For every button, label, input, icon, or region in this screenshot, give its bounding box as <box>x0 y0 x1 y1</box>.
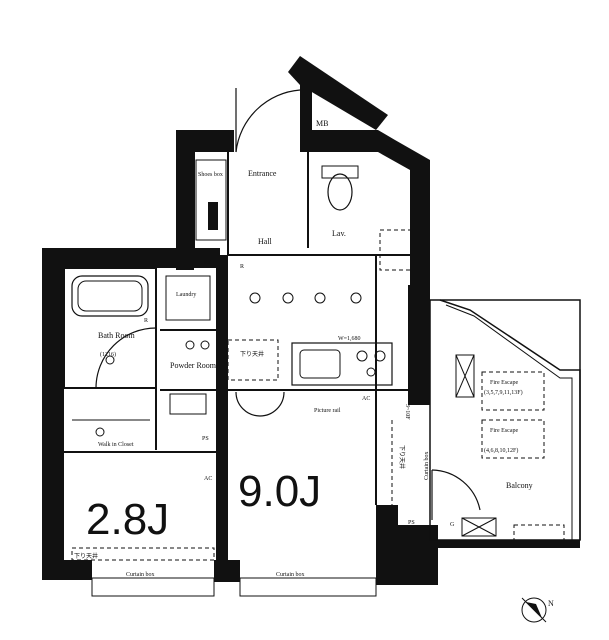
fire-escape-label: Fire Escape <box>490 428 518 434</box>
mb-label: MB <box>316 119 328 128</box>
shoes-box-label: Shoes box <box>198 172 223 178</box>
north-label: N <box>548 599 554 608</box>
interior-walls <box>63 152 581 541</box>
shoes-box <box>195 159 227 241</box>
r-label: R <box>144 318 148 324</box>
bath-room-label: Bath Room <box>98 331 135 340</box>
ps-label: PS <box>202 436 209 442</box>
balcony-outline <box>439 299 581 540</box>
washbasin <box>169 393 207 415</box>
exterior-walls <box>42 56 580 585</box>
dashed-lines <box>71 229 565 561</box>
balcony-rail <box>445 304 573 540</box>
shoes-box-door <box>208 202 218 230</box>
ps-label: PS <box>204 260 211 266</box>
curtain-box-vertical-label: Curtain box <box>424 452 430 481</box>
toilet <box>327 173 353 211</box>
ac-label: AC <box>204 476 212 482</box>
ps-label: PS <box>408 520 415 526</box>
lowered-ceiling-label: 下り天井 <box>240 350 264 358</box>
ac-label: AC <box>362 396 370 402</box>
main-room-size: 9.0J <box>238 467 321 516</box>
balcony-label: Balcony <box>506 481 533 490</box>
g-label: G <box>450 522 455 528</box>
western-room-size: 2.8J <box>86 495 169 544</box>
bathtub-inner <box>77 280 143 312</box>
curtain-box-label: Curtain box <box>276 572 305 578</box>
fire-escape-hatch <box>461 517 497 537</box>
toilet-tank <box>321 165 359 179</box>
laundry-pan <box>165 275 211 321</box>
stove-burner-icon <box>374 350 386 362</box>
curtain-box-label: Curtain box <box>126 572 155 578</box>
laundry-label: Laundry <box>176 292 196 298</box>
north-arrow-icon <box>521 597 547 623</box>
fire-escape-floors-label: (3,5,7,9,11,13F) <box>484 389 523 396</box>
walk-in-closet-label: Walk in Closet <box>98 442 134 448</box>
doors <box>95 88 481 520</box>
kitchen-counter <box>291 342 393 386</box>
picture-rail-label: Picture rail <box>314 408 341 414</box>
stove-burner-icon <box>356 350 368 362</box>
fire-escape-label: Fire Escape <box>490 380 518 386</box>
stove-burner-icon <box>366 367 376 377</box>
r-label: R <box>240 264 244 270</box>
fire-escape-floors-label: (4,6,8,10,12F) <box>484 447 518 454</box>
hall-label: Hall <box>258 237 273 246</box>
entrance-label: Entrance <box>248 169 277 178</box>
bath-size-label: (1216) <box>100 351 116 358</box>
lowered-ceiling-label: 下り天井 <box>398 445 406 469</box>
width-note-label: W=1,680 <box>338 336 361 342</box>
kitchen-sink <box>299 349 341 379</box>
bathtub <box>71 275 149 317</box>
ceiling-lights <box>95 292 362 437</box>
fire-escape-hatch <box>455 354 475 398</box>
windows <box>91 577 377 597</box>
powder-room-label: Powder Room <box>170 361 217 370</box>
lowered-ceiling-label: 下り天井 <box>74 552 98 560</box>
lav-label: Lav. <box>332 229 346 238</box>
floor-mark-label: 3~10F <box>404 404 410 420</box>
